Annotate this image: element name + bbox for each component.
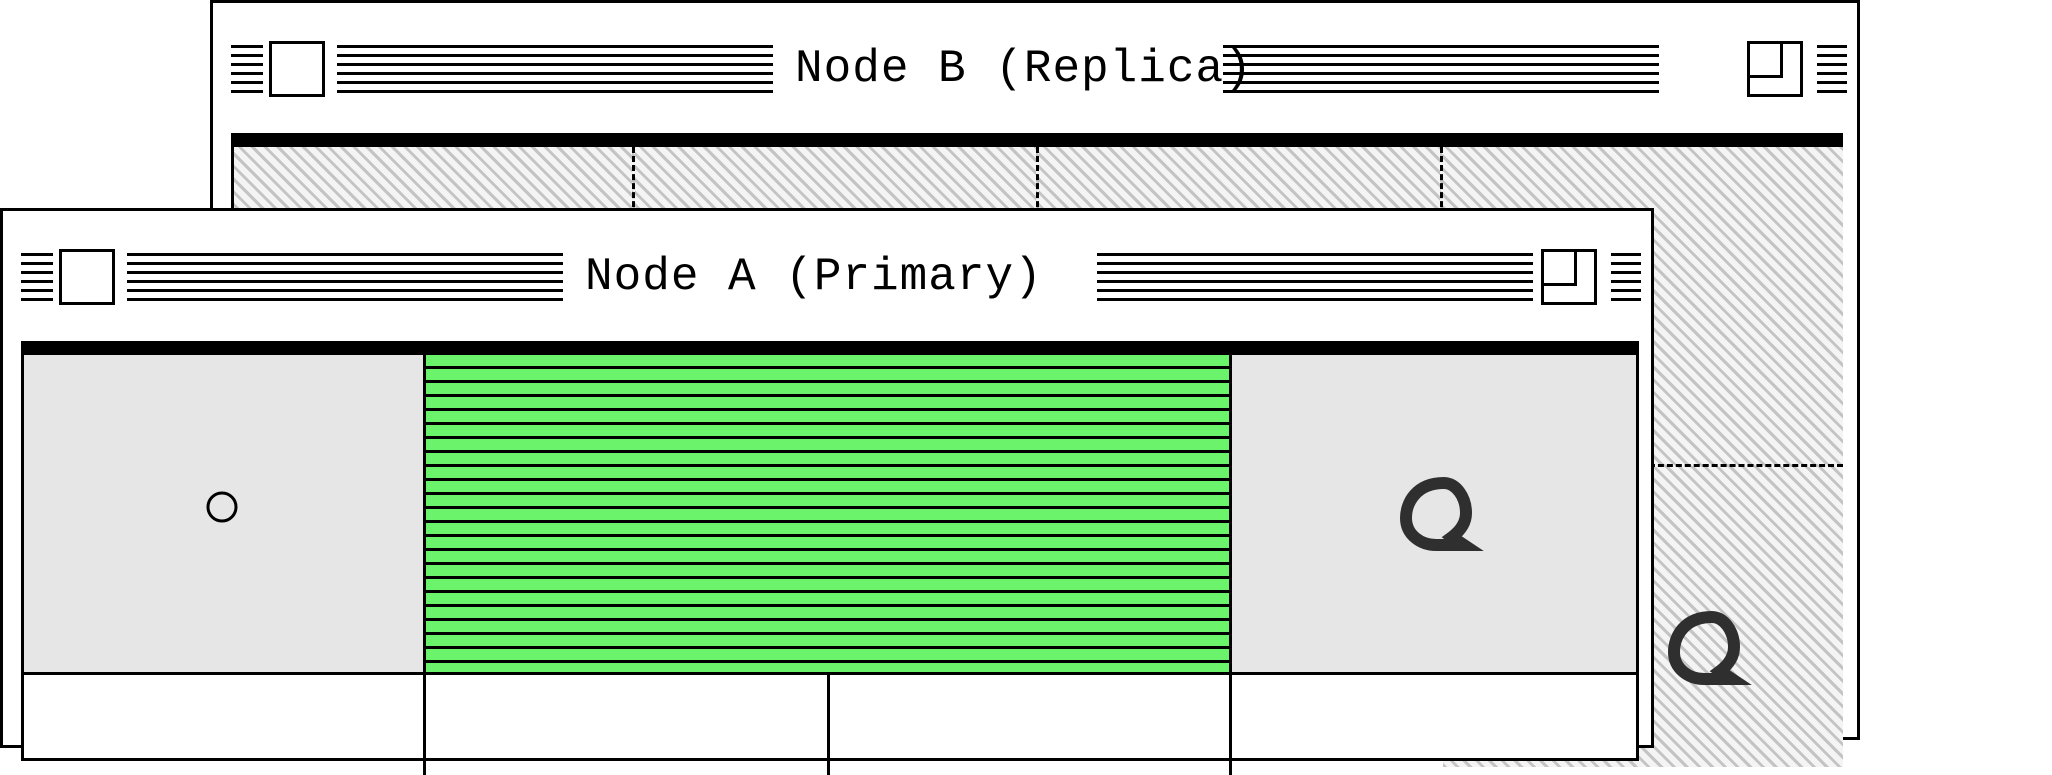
primary-segment-bottom-1 [24, 675, 426, 775]
title-bar-grip [231, 45, 263, 99]
circle-icon [206, 491, 238, 523]
title-bar-grip [1817, 45, 1847, 99]
primary-segment-left [24, 355, 426, 675]
title-bar-grip [1611, 253, 1641, 307]
primary-segment-active [426, 355, 1232, 675]
close-box-icon[interactable] [59, 249, 115, 305]
primary-segment-right [1232, 355, 1636, 675]
replica-window-title: Node B (Replica) [795, 43, 1253, 95]
title-bar-grip [337, 45, 773, 99]
title-bar-grip [1097, 253, 1533, 307]
replica-title-bar[interactable]: Node B (Replica) [213, 3, 1857, 133]
speech-bubble-icon [1667, 610, 1752, 685]
close-box-icon[interactable] [269, 41, 325, 97]
primary-segment-bottom-4 [1232, 675, 1636, 775]
primary-content [21, 341, 1639, 775]
title-bar-grip [127, 253, 563, 307]
title-bar-grip [1223, 45, 1659, 99]
primary-window[interactable]: Node A (Primary) [0, 208, 1654, 775]
primary-title-bar[interactable]: Node A (Primary) [3, 211, 1651, 341]
resize-box-icon[interactable] [1747, 41, 1803, 97]
resize-box-icon[interactable] [1541, 249, 1597, 305]
speech-bubble-icon [1399, 476, 1484, 551]
primary-segment-bottom-2 [426, 675, 830, 775]
primary-window-title: Node A (Primary) [585, 251, 1043, 303]
title-bar-grip [21, 253, 53, 307]
primary-segment-bottom-3 [830, 675, 1232, 775]
